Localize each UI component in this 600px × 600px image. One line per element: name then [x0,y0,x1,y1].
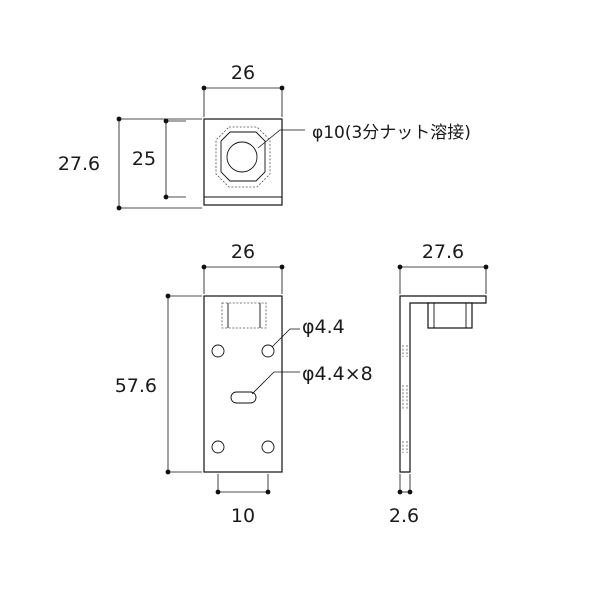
front-height-label: 57.6 [115,375,157,397]
front-height-dot-bottom [165,469,171,475]
top-inner-height-label: 25 [132,148,156,170]
hole-spacing-dot-right [265,489,271,495]
side-view: 27.6 2.6 [389,241,489,527]
side-nut-block [427,302,473,329]
side-depth-dot-left [397,264,403,270]
front-view: 26 57.6 10 φ4.4 φ4.4×8 [115,241,373,527]
hole-spacing-dot-left [215,489,221,495]
top-inner-dot-top [163,118,169,124]
hole-callout-label: φ4.4 [302,316,345,338]
hole-spacing-label: 10 [231,505,255,527]
front-hole-top-left [211,344,225,358]
front-height-dot-top [165,293,171,299]
top-width-dot-right [279,85,285,91]
front-hole-bottom-left [211,440,225,454]
side-thickness-dot-right [407,489,413,495]
top-outer-height-label: 27.6 [58,153,100,175]
side-thickness-dot-left [397,489,403,495]
nut-callout-label: φ10(3分ナット溶接) [312,123,471,143]
hole-callout-leader [271,328,300,348]
front-width-dot-left [201,264,207,270]
front-width-label: 26 [231,241,255,263]
top-outer-dot-bottom [116,205,122,211]
side-depth-dot-right [483,264,489,270]
nut-callout-leader [257,129,305,149]
nut-hole [226,141,258,173]
side-view-profile [399,295,487,473]
top-outer-dot-top [116,116,122,122]
front-width-dot-right [279,264,285,270]
front-hole-bottom-right [261,440,275,454]
top-inner-dot-bottom [163,194,169,200]
nut-face [220,131,266,182]
front-slot [230,391,257,404]
top-width-label: 26 [231,62,255,84]
nut-outline [215,126,271,188]
slot-callout-label: φ4.4×8 [302,363,373,385]
slot-callout-leader [251,371,300,395]
front-hole-top-right [261,344,275,358]
side-thickness-label: 2.6 [389,505,419,527]
top-view: 26 27.6 25 φ10(3分ナット溶接) [58,62,471,211]
front-nut-hidden [221,302,267,329]
top-width-dot-left [201,85,207,91]
side-depth-label: 27.6 [422,241,464,263]
